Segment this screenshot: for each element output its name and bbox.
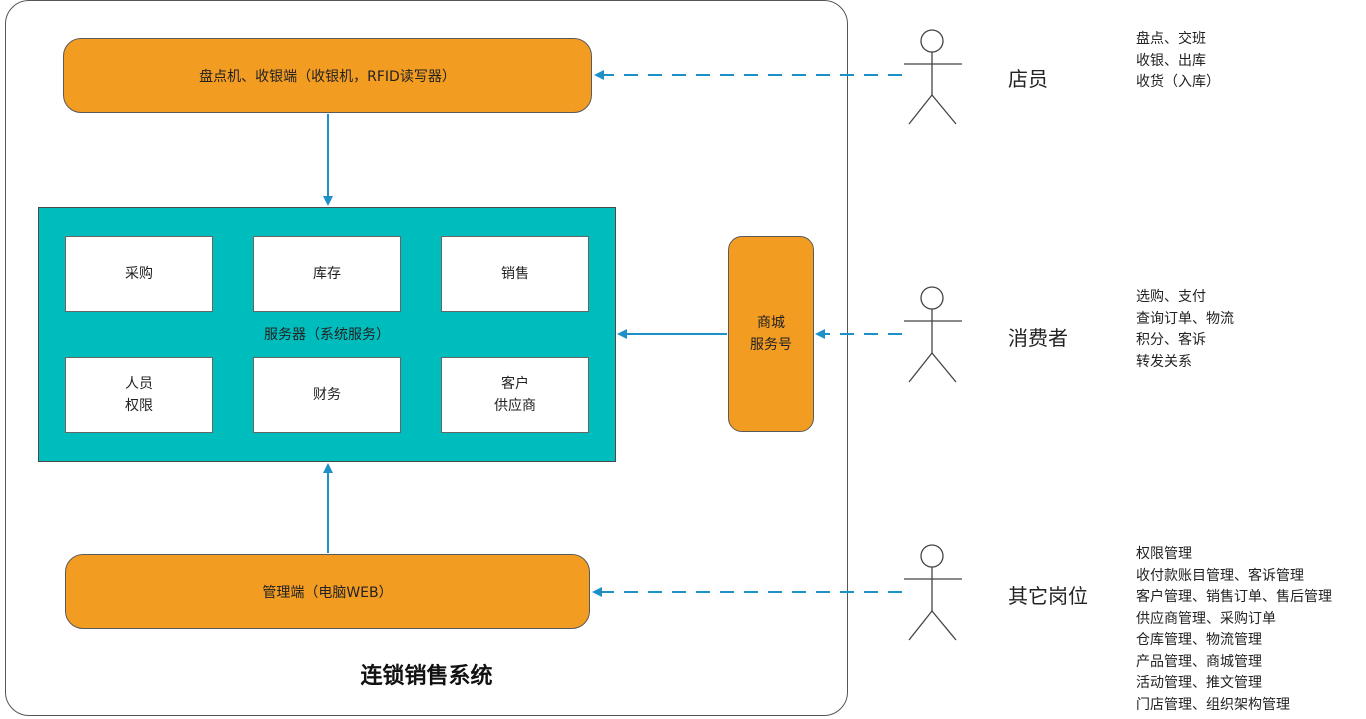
module-customer-supplier: 客户 供应商 [441,357,589,433]
staff-actor-icon [904,544,962,641]
duty-item: 权限管理 [1136,546,1192,562]
mall-label-line2: 服务号 [750,337,792,353]
duty-item: 转发关系 [1136,353,1192,370]
module-label: 库存 [313,266,341,282]
duty-list-other-staff: 权限管理 收付款账目管理、客诉管理 客户管理、销售订单、售后管理 供应商管理、采… [1136,544,1332,716]
module-personnel: 人员 权限 [65,357,213,433]
role-label-clerk: 店员 [1008,67,1048,91]
duty-list-consumer: 选购、支付 查询订单、物流 积分、客诉 转发关系 [1136,287,1234,373]
mall-label-line1: 商城 [757,315,785,331]
module-label: 采购 [125,266,153,282]
module-sales: 销售 [441,236,589,312]
module-label: 财务 [313,387,341,403]
server-label: 服务器（系统服务） [264,327,390,343]
admin-terminal-label: 管理端（电脑WEB） [262,584,393,601]
duty-item: 收货（入库） [1136,74,1220,90]
duty-item: 活动管理、推文管理 [1136,675,1262,691]
admin-terminal-box: 管理端（电脑WEB） [65,554,590,629]
duty-item: 选购、支付 [1136,289,1206,305]
module-inventory: 库存 [253,236,401,312]
duty-item: 查询订单、物流 [1136,310,1234,327]
duty-list-clerk: 盘点、交班 收银、出库 收货（入库） [1136,29,1220,94]
duty-item: 盘点、交班 [1136,31,1206,47]
module-label: 销售 [501,266,529,282]
duty-item: 门店管理、组织架构管理 [1136,696,1290,713]
module-purchase: 采购 [65,236,213,312]
pos-terminal-box: 盘点机、收银端（收银机，RFID读写器） [63,38,592,113]
module-label: 客户 [501,376,529,392]
duty-item: 供应商管理、采购订单 [1136,610,1276,627]
role-label-other-staff: 其它岗位 [1008,584,1088,608]
clerk-actor-icon [904,29,962,125]
system-boundary [5,0,848,716]
duty-item: 产品管理、商城管理 [1136,653,1262,670]
role-label-consumer: 消费者 [1008,326,1068,350]
module-label: 供应商 [494,398,536,414]
duty-item: 积分、客诉 [1136,332,1206,348]
pos-terminal-label: 盘点机、收银端（收银机，RFID读写器） [199,68,456,85]
duty-item: 客户管理、销售订单、售后管理 [1136,589,1332,605]
mall-service-box: 商城 服务号 [728,236,814,432]
consumer-actor-icon [904,286,962,383]
module-label: 权限 [125,398,153,414]
system-title: 连锁销售系统 [360,664,493,689]
duty-item: 仓库管理、物流管理 [1136,632,1262,648]
module-finance: 财务 [253,357,401,433]
duty-item: 收付款账目管理、客诉管理 [1136,567,1304,584]
duty-item: 收银、出库 [1136,52,1206,69]
module-label: 人员 [125,376,153,392]
